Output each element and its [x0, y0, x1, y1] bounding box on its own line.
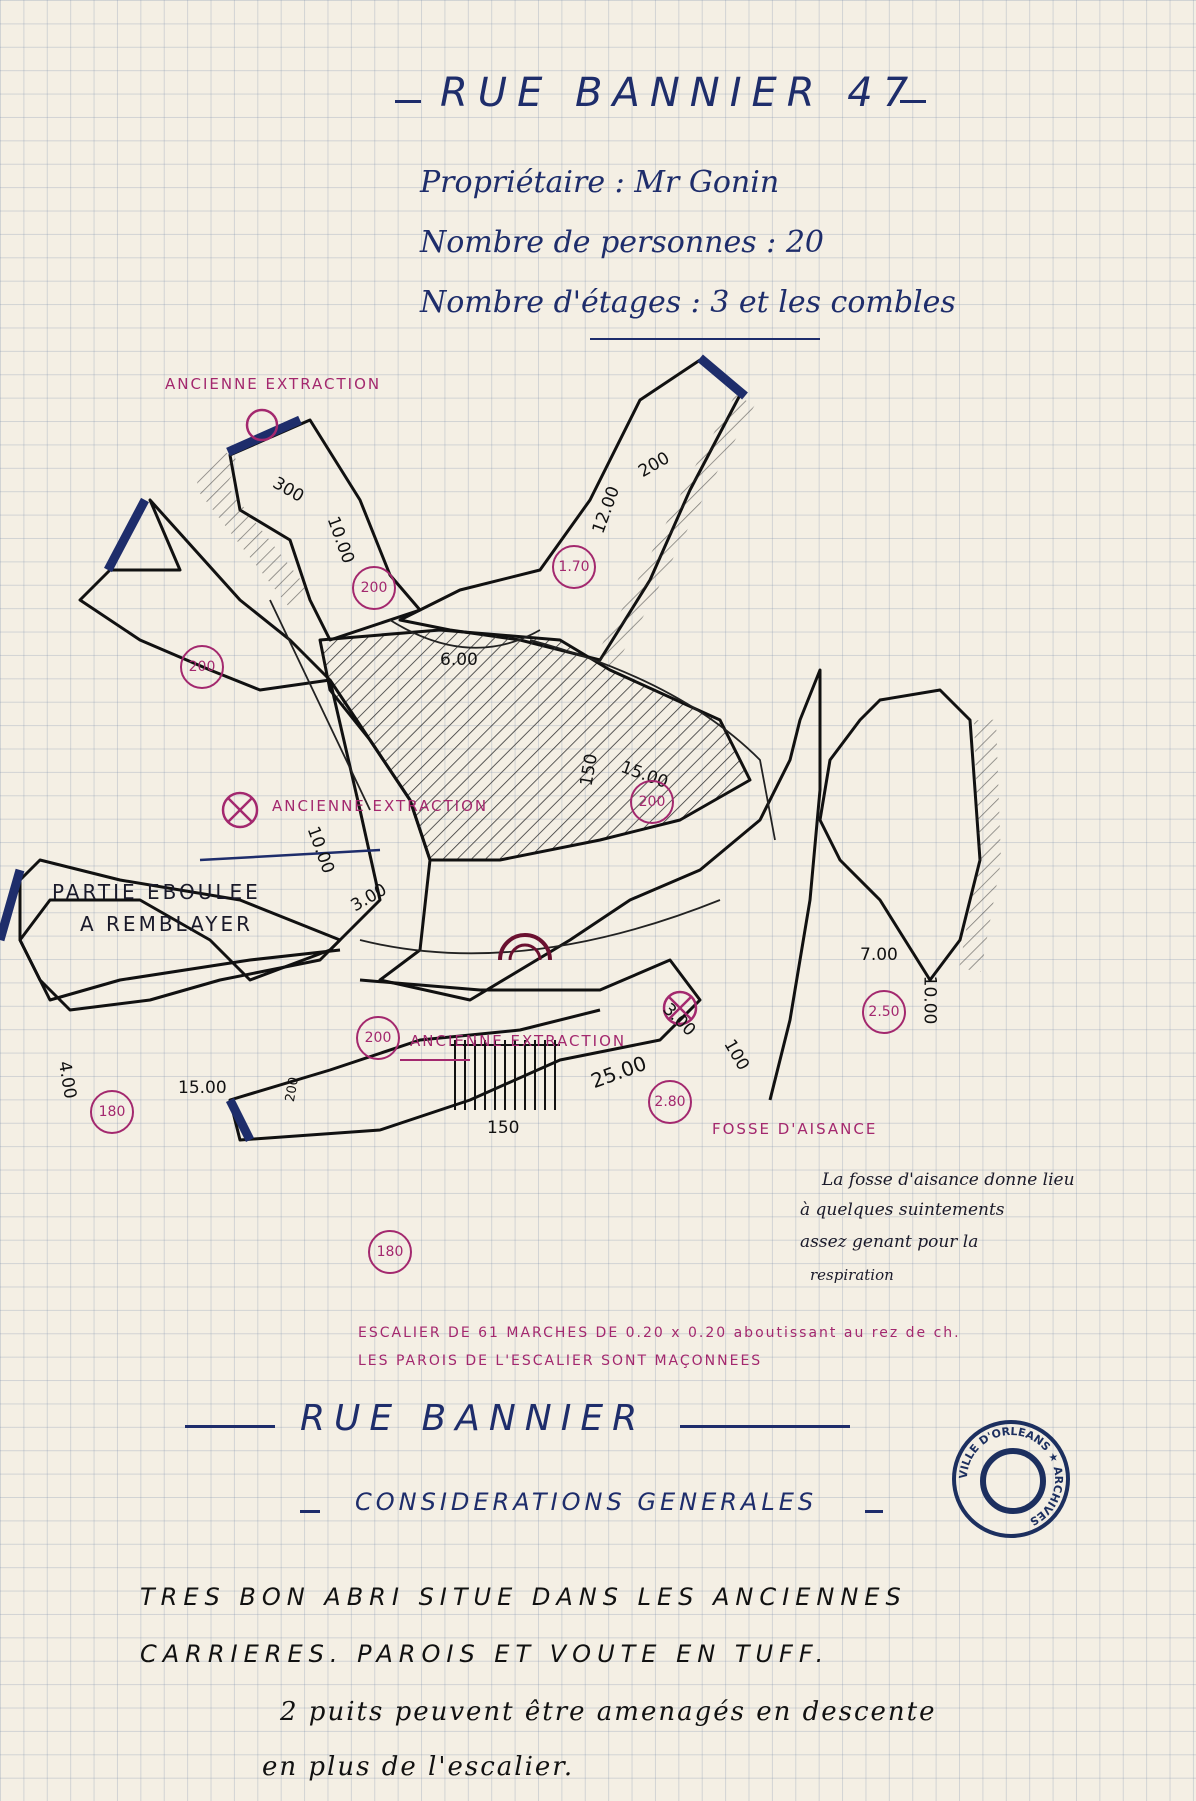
height-200-c: 200 [180, 645, 224, 689]
fosse-note-3: assez genant pour la [800, 1232, 979, 1252]
street-name: RUE BANNIER [300, 1398, 647, 1439]
height-200-e: 200 [356, 1016, 400, 1060]
stamp-inner-ring [980, 1448, 1046, 1514]
consid-dash-right [865, 1510, 883, 1513]
dim-600: 6.00 [440, 650, 478, 670]
floors-underline [590, 338, 820, 340]
label-fosse: FOSSE D'AISANCE [712, 1120, 878, 1138]
label-eboulee-2: A REMBLAYER [80, 912, 254, 936]
dim-1000-c: 10.00 [919, 975, 940, 1025]
street-dash-right [680, 1425, 850, 1428]
label-escalier-2: LES PAROIS DE L'ESCALIER SONT MAÇONNEES [358, 1353, 763, 1369]
street-dash-left [185, 1425, 275, 1428]
cellar-plan-drawing [0, 354, 1001, 1143]
body-line-2: CARRIERES. PAROIS ET VOUTE EN TUFF. [140, 1640, 830, 1668]
fosse-note-2: à quelques suintements [800, 1200, 1005, 1220]
dim-700: 7.00 [860, 945, 898, 965]
height-200-a: 200 [352, 566, 396, 610]
label-eboulee-1: PARTIE EBOULEE [52, 880, 261, 904]
fosse-note-4: respiration [810, 1266, 894, 1284]
height-280: 2.80 [648, 1080, 692, 1124]
consid-dash-left [300, 1510, 320, 1513]
dim-150-b: 150 [487, 1118, 520, 1138]
label-extraction-low: ANCIENNE EXTRACTION [410, 1032, 627, 1050]
considerations-title: CONSIDERATIONS GENERALES [355, 1488, 818, 1516]
height-170: 1.70 [552, 545, 596, 589]
floors-line: Nombre d'étages : 3 et les combles [420, 285, 956, 320]
body-line-3: 2 puits peuvent être amenagés en descent… [280, 1697, 937, 1727]
title-dash-right [900, 100, 926, 103]
height-200-d: 200 [630, 780, 674, 824]
body-line-1: TRES BON ABRI SITUE DANS LES ANCIENNES [140, 1583, 907, 1611]
fosse-note-1: La fosse d'aisance donne lieu [822, 1170, 1075, 1190]
persons-line: Nombre de personnes : 20 [420, 225, 824, 260]
body-line-4: en plus de l'escalier. [262, 1752, 575, 1782]
archives-stamp: VILLE D'ORLEANS ★ ARCHIVES [952, 1420, 1070, 1538]
label-escalier-1: ESCALIER DE 61 MARCHES DE 0.20 x 0.20 ab… [358, 1325, 961, 1341]
height-180-b: 180 [368, 1230, 412, 1274]
owner-line: Propriétaire : Mr Gonin [420, 165, 780, 200]
height-250: 2.50 [862, 990, 906, 1034]
svg-text:VILLE D'ORLEANS ★ ARCHIVES: VILLE D'ORLEANS ★ ARCHIVES [957, 1425, 1065, 1528]
stamp-text: VILLE D'ORLEANS ★ ARCHIVES [957, 1425, 1065, 1528]
height-180-a: 180 [90, 1090, 134, 1134]
dim-1500-b: 15.00 [178, 1078, 227, 1098]
title-dash-left [395, 100, 421, 103]
page-title: RUE BANNIER 47 [440, 70, 919, 116]
label-extraction-top: ANCIENNE EXTRACTION [165, 375, 382, 393]
label-extraction-mid: ANCIENNE EXTRACTION [272, 797, 489, 815]
stamp-text-ring: VILLE D'ORLEANS ★ ARCHIVES [957, 1425, 1065, 1528]
